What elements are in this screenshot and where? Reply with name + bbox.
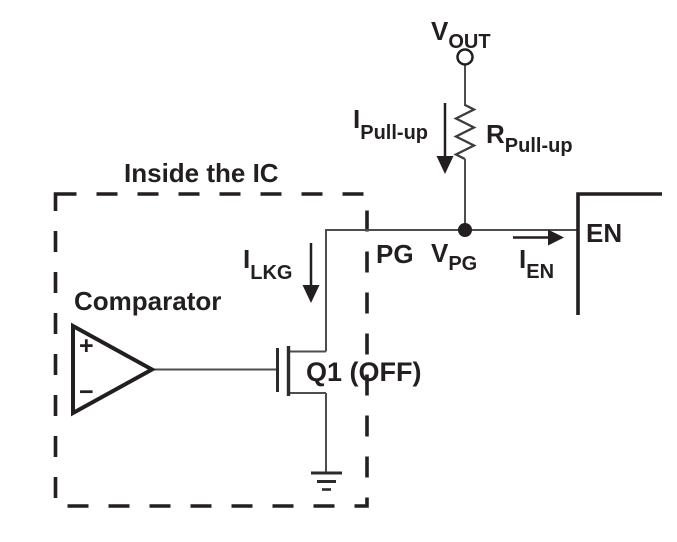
vout-label-main: V bbox=[431, 16, 449, 46]
en-current-label: IEN bbox=[519, 244, 554, 283]
en-pin-label: EN bbox=[586, 218, 622, 248]
pullup-resistor-label: RPull-up bbox=[486, 119, 573, 157]
ic-boundary-box bbox=[53, 192, 369, 508]
en-current-arrow-head bbox=[548, 229, 564, 246]
pullup-current-label-sub: Pull-up bbox=[360, 122, 428, 144]
en-current-label-sub: EN bbox=[526, 261, 554, 283]
comparator-plus-sign: + bbox=[79, 332, 94, 360]
leakage-current-label: ILKG bbox=[243, 244, 292, 284]
en-current-label-main: I bbox=[519, 244, 526, 274]
vout-label-sub: OUT bbox=[448, 31, 490, 53]
comparator-label: Comparator bbox=[74, 286, 221, 316]
pg-voltage-label: VPG bbox=[431, 238, 477, 275]
pullup-current-label-main: I bbox=[353, 104, 360, 134]
vout-terminal-circle bbox=[456, 48, 474, 66]
transistor-label: Q1 (OFF) bbox=[306, 357, 422, 387]
leakage-current-label-sub: LKG bbox=[250, 262, 292, 284]
comparator-symbol bbox=[71, 322, 157, 417]
pullup-resistor-label-main: R bbox=[486, 119, 505, 149]
ground-symbol bbox=[311, 471, 342, 491]
current-arrows bbox=[302, 103, 564, 303]
pg-node-dot bbox=[458, 223, 472, 237]
pullup-current-arrow-head bbox=[436, 156, 454, 174]
pg-voltage-label-main: V bbox=[431, 238, 449, 268]
leakage-current-label-main: I bbox=[243, 244, 250, 274]
pullup-resistor-symbol bbox=[453, 103, 477, 161]
ic-boundary-label: Inside the IC bbox=[124, 158, 279, 188]
pg-voltage-label-sub: PG bbox=[448, 253, 477, 275]
en-pin-bracket bbox=[576, 192, 662, 315]
comparator-minus-sign: − bbox=[79, 378, 94, 406]
vout-label: VOUT bbox=[431, 16, 491, 53]
pullup-current-label: IPull-up bbox=[353, 104, 428, 144]
mosfet-q1-symbol bbox=[276, 346, 291, 396]
leakage-current-arrow-head bbox=[302, 285, 320, 303]
wires bbox=[152, 64, 578, 472]
pullup-resistor-label-sub: Pull-up bbox=[505, 135, 573, 157]
pg-net-label: PG bbox=[376, 239, 414, 269]
